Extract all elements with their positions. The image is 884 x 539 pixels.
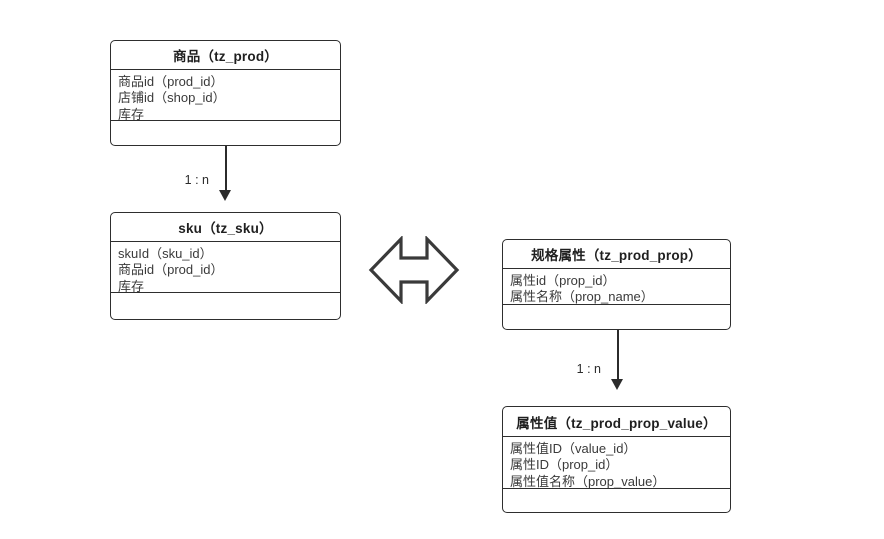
entity-tz-prod[interactable]: 商品（tz_prod） 商品id（prod_id） 店铺id（shop_id） …	[110, 40, 341, 146]
attribute-row: 属性ID（prop_id）	[510, 457, 619, 473]
attribute-row: 属性id（prop_id）	[510, 273, 616, 288]
entity-header-tz-sku: sku（tz_sku）	[111, 213, 340, 242]
entity-tz-prod-prop-value[interactable]: 属性值（tz_prod_prop_value） 属性值ID（value_id） …	[502, 406, 731, 513]
entity-attributes-tz-prod: 商品id（prod_id） 店铺id（shop_id） 库存	[111, 70, 340, 122]
connector-line	[225, 146, 227, 191]
connector-arrowhead	[611, 379, 623, 390]
attribute-row: 属性值ID（value_id）	[510, 441, 637, 456]
entity-tz-sku[interactable]: sku（tz_sku） skuId（sku_id） 商品id（prod_id） …	[110, 212, 341, 320]
attribute-row: 属性名称（prop_name）	[510, 289, 654, 305]
entity-attributes-tz-sku: skuId（sku_id） 商品id（prod_id） 库存	[111, 242, 340, 294]
entity-attributes-tz-prod-prop: 属性id（prop_id） 属性名称（prop_name）	[503, 269, 730, 305]
connector-arrowhead	[219, 190, 231, 201]
connector-label-cardinality: 1 : n	[576, 362, 601, 376]
attribute-row: skuId（sku_id）	[118, 246, 213, 261]
connector-line	[617, 330, 619, 380]
double-arrow-icon	[368, 235, 460, 305]
entity-tz-prod-prop[interactable]: 规格属性（tz_prod_prop） 属性id（prop_id） 属性名称（pr…	[502, 239, 731, 330]
attribute-row: 库存	[118, 278, 145, 294]
entity-attributes-tz-prod-prop-value: 属性值ID（value_id） 属性ID（prop_id） 属性值名称（prop…	[503, 437, 730, 489]
entity-header-tz-prod-prop: 规格属性（tz_prod_prop）	[503, 240, 730, 269]
attribute-row: 店铺id（shop_id）	[118, 90, 226, 106]
attribute-row: 属性值名称（prop_value）	[510, 473, 666, 489]
entity-header-tz-prod-prop-value: 属性值（tz_prod_prop_value）	[503, 407, 730, 437]
attribute-row: 库存	[118, 106, 145, 122]
entity-header-tz-prod: 商品（tz_prod）	[111, 41, 340, 70]
attribute-row: 商品id（prod_id）	[118, 74, 224, 89]
connector-label-cardinality: 1 : n	[184, 173, 209, 187]
attribute-row: 商品id（prod_id）	[118, 262, 224, 278]
